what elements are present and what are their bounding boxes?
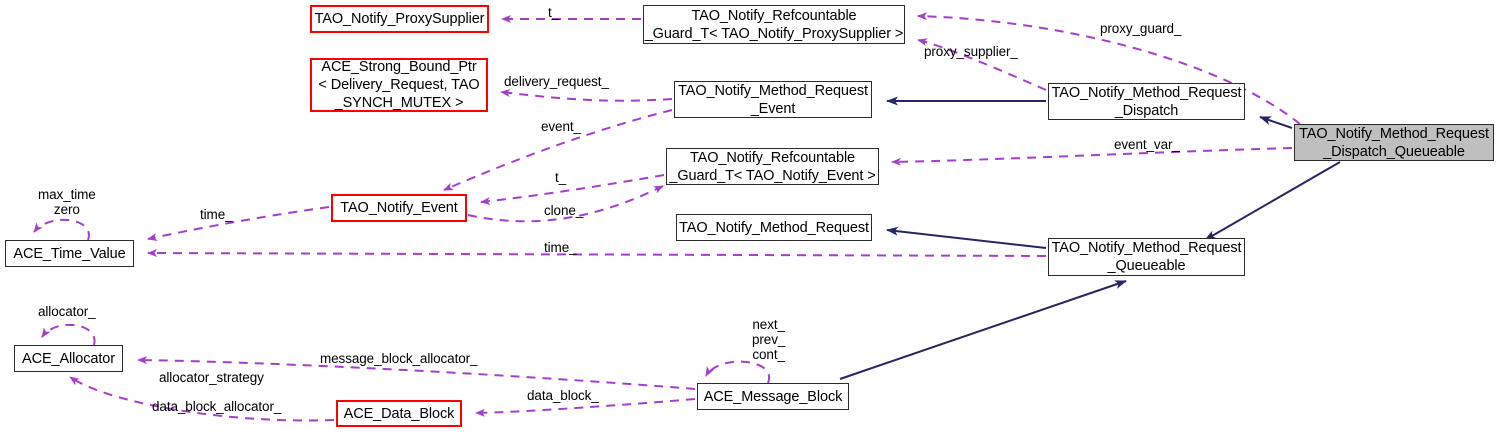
edge-label-t-proxysupplier: t_ (548, 5, 560, 20)
edge-label-proxy-guard: proxy_guard_ (1100, 21, 1182, 36)
edge-time-value-self-loop (33, 218, 90, 241)
edge-time-queueable (147, 249, 1047, 258)
edge-label-t-event: t_ (555, 170, 567, 185)
edge-event-var (891, 147, 1293, 166)
edge-label-data-block-allocator: data_block_allocator_ (152, 399, 282, 414)
node-refcountable-guard-event[interactable]: TAO_Notify_Refcountable _Guard_T< TAO_No… (666, 148, 879, 185)
edge-label-time-event: time_ (200, 207, 233, 222)
node-tao-notify-event[interactable]: TAO_Notify_Event (331, 194, 467, 222)
node-method-request-dispatch-queueable[interactable]: TAO_Notify_Method_Request _Dispatch_Queu… (1294, 124, 1494, 161)
edge-label-delivery-request: delivery_request_ (504, 74, 609, 89)
edge-label-message-block-allocator: message_block_allocator_ (320, 351, 478, 366)
node-ace-data-block[interactable]: ACE_Data_Block (336, 400, 462, 427)
node-ace-allocator[interactable]: ACE_Allocator (14, 345, 123, 372)
edge-inherit-queueable-dispatch (1259, 116, 1293, 129)
edge-t-event (480, 174, 665, 206)
node-tao-notify-proxysupplier[interactable]: TAO_Notify_ProxySupplier (310, 5, 489, 33)
node-ace-time-value[interactable]: ACE_Time_Value (5, 240, 134, 267)
edge-label-max-time-zero: max_time zero (38, 187, 96, 217)
node-refcountable-guard-proxysupplier[interactable]: TAO_Notify_Refcountable _Guard_T< TAO_No… (643, 5, 905, 44)
node-ace-strong-bound-ptr[interactable]: ACE_Strong_Bound_Ptr < Delivery_Request,… (310, 58, 488, 112)
edge-label-allocator-self: allocator_ (38, 304, 96, 319)
edge-label-next-prev-cont: next_ prev_ cont_ (752, 317, 786, 362)
edge-allocator-self-loop (41, 323, 96, 346)
edge-label-clone: clone_ (544, 203, 584, 218)
edge-time-event (147, 206, 330, 241)
edge-label-data-block: data_block_ (527, 388, 599, 403)
edge-inherit-mrq-mr (886, 226, 1047, 249)
edge-label-proxy-supplier: proxy_supplier_ (924, 44, 1018, 59)
edge-inherit-queueable-mrq (1204, 161, 1341, 241)
node-ace-message-block[interactable]: ACE_Message_Block (697, 383, 849, 410)
edge-label-event-var: event_var_ (1114, 137, 1180, 152)
node-method-request-queueable[interactable]: TAO_Notify_Method_Request _Queueable (1048, 238, 1245, 276)
node-method-request-dispatch[interactable]: TAO_Notify_Method_Request _Dispatch (1048, 83, 1245, 120)
edge-label-event: event_ (541, 119, 581, 134)
node-method-request-event[interactable]: TAO_Notify_Method_Request _Event (674, 81, 872, 118)
edge-inherit-msgblock-mrq (839, 280, 1127, 380)
node-method-request[interactable]: TAO_Notify_Method_Request (676, 214, 872, 241)
edge-message-block-self-loop (705, 360, 771, 384)
edge-label-time-queueable: time_ (544, 240, 577, 255)
edge-label-allocator-strategy: allocator_strategy (159, 370, 264, 385)
edge-delivery-request (500, 89, 673, 102)
